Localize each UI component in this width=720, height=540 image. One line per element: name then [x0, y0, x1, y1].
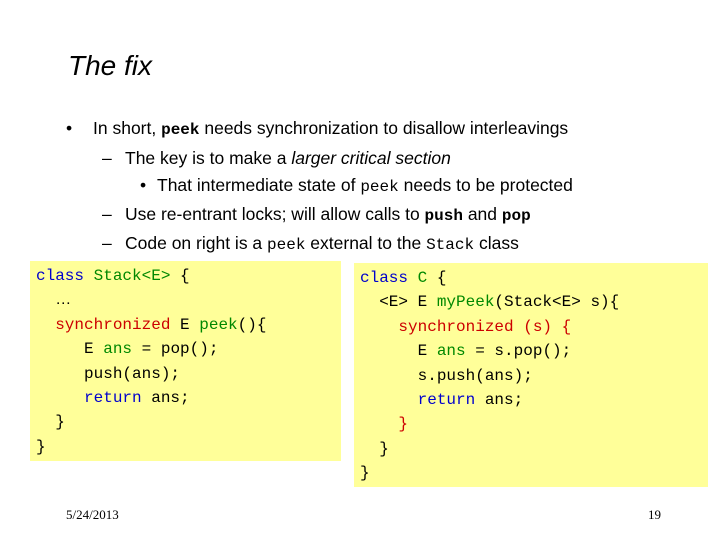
code-keyword: return	[84, 389, 142, 408]
bullet-code: peek	[161, 121, 200, 139]
code-text: = pop();	[132, 340, 219, 359]
code-text: (s) {	[513, 317, 572, 336]
code-text: E	[84, 340, 104, 359]
bullet-code: Stack	[426, 236, 475, 254]
bullet-text: needs synchronization to disallow interl…	[199, 118, 569, 138]
bullet-1: • In short, peek needs synchronization t…	[66, 118, 569, 139]
code-line: class C {	[360, 269, 446, 287]
bullet-5: – Code on right is a peek external to th…	[102, 233, 519, 254]
bullet-4: – Use re-entrant locks; will allow calls…	[102, 204, 531, 225]
code-identifier: C	[417, 269, 428, 287]
code-line: return ans;	[84, 389, 190, 407]
code-text: (){	[237, 315, 267, 334]
footer-date: 5/24/2013	[66, 507, 119, 522]
bullet-text: That intermediate state of	[157, 175, 361, 195]
bullet-text: The key is to make a	[125, 148, 292, 168]
bullet-marker: –	[102, 233, 112, 253]
bullet-text: needs to be protected	[398, 175, 573, 195]
bullet-text: external to the	[305, 233, 427, 253]
code-line: }	[360, 464, 370, 483]
code-line: <E> E myPeek(Stack<E> s){	[379, 293, 619, 311]
bullet-text: class	[474, 233, 519, 253]
code-keyword: synchronized	[398, 317, 514, 336]
bullet-2: – The key is to make a larger critical s…	[102, 148, 451, 169]
code-text: <E> E	[379, 293, 437, 312]
footer-page-number: 19	[648, 507, 661, 522]
code-line: synchronized E peek(){	[55, 316, 266, 334]
code-keyword: synchronized	[55, 315, 171, 334]
code-line: s.push(ans);	[417, 366, 533, 385]
code-line: synchronized (s) {	[398, 318, 571, 336]
code-identifier: peek	[199, 315, 238, 334]
code-line: }	[36, 437, 46, 456]
code-keyword: class	[360, 269, 409, 287]
code-line: }	[379, 439, 389, 458]
bullet-marker: •	[140, 175, 147, 195]
code-text: {	[170, 267, 190, 285]
bullet-code: peek	[267, 236, 306, 254]
bullet-marker: –	[102, 204, 112, 224]
code-text: = s.pop();	[465, 342, 572, 361]
slide-title: The fix	[68, 50, 153, 81]
bullet-code: peek	[360, 178, 399, 196]
code-line: return ans;	[418, 391, 524, 409]
bullet-text: and	[462, 204, 502, 224]
code-text: ans;	[475, 391, 524, 410]
code-block-stack: class Stack<E> { … synchronized E peek()…	[30, 261, 341, 461]
code-line: push(ans);	[84, 364, 181, 383]
code-line: class Stack<E> {	[36, 267, 190, 285]
code-identifier: ans	[103, 340, 133, 359]
bullet-italic: larger critical section	[291, 148, 451, 168]
code-line: E ans = s.pop();	[418, 342, 572, 360]
code-line: }	[55, 413, 65, 432]
code-identifier: myPeek	[436, 293, 495, 312]
code-text: E	[170, 315, 200, 334]
code-line: …	[55, 291, 72, 309]
bullet-text: Code on right is a	[125, 233, 268, 253]
bullet-3: • That intermediate state of peek needs …	[140, 175, 573, 196]
bullet-text: In short,	[93, 118, 162, 138]
code-block-c: class C { <E> E myPeek(Stack<E> s){ sync…	[354, 263, 708, 487]
code-keyword: return	[417, 391, 476, 410]
code-line: E ans = pop();	[84, 340, 218, 358]
code-identifier: Stack<E>	[93, 267, 171, 285]
bullet-code: pop	[501, 207, 531, 225]
code-text: {	[427, 269, 447, 287]
bullet-code: push	[424, 207, 463, 225]
bullet-text: Use re-entrant locks; will allow calls t…	[125, 204, 425, 224]
code-text: E	[417, 342, 437, 361]
code-identifier: ans	[436, 342, 466, 361]
code-line: }	[398, 415, 409, 434]
code-text: (Stack<E> s){	[494, 293, 620, 312]
bullet-marker: •	[66, 118, 73, 138]
code-text: ans;	[141, 389, 190, 408]
code-keyword: class	[36, 267, 85, 285]
bullet-marker: –	[102, 148, 112, 168]
